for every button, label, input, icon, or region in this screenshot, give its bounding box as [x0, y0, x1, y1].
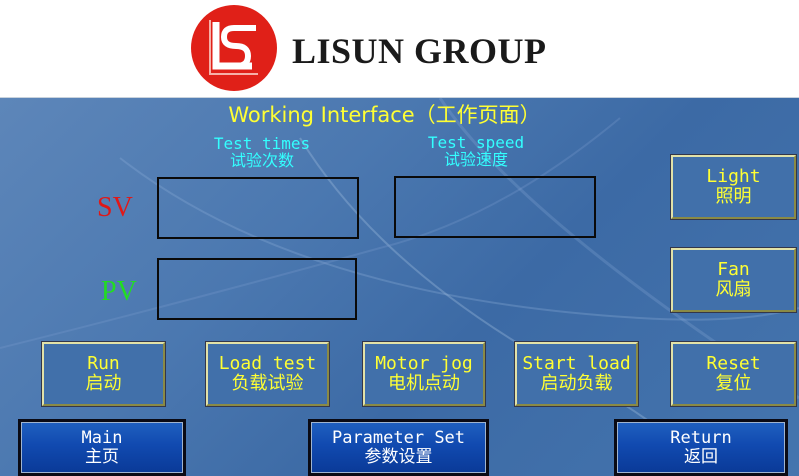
motor-jog-button-label-en: Motor jog: [375, 353, 473, 374]
start-load-button[interactable]: Start load 启动负载: [514, 341, 639, 407]
load-test-button-label-en: Load test: [218, 353, 317, 374]
test-times-header: Test times 试验次数: [196, 135, 328, 169]
sv-label: SV: [97, 192, 133, 223]
fan-button-label-zh: 风扇: [715, 279, 752, 300]
light-button[interactable]: Light 照明: [670, 154, 797, 220]
run-button-label-en: Run: [87, 353, 120, 374]
return-nav-button[interactable]: Return 返回: [614, 419, 788, 476]
main-nav-label-zh: 主页: [85, 446, 119, 467]
ls-logo-icon: [191, 5, 277, 91]
run-button-label-zh: 启动: [85, 373, 122, 394]
test-times-label-zh: 试验次数: [229, 151, 294, 170]
parameter-set-nav-label-en: Parameter Set: [331, 427, 466, 448]
pv-label: PV: [101, 276, 137, 307]
reset-button-label-zh: 复位: [715, 373, 752, 394]
main-nav-button[interactable]: Main 主页: [18, 419, 186, 476]
light-button-label-zh: 照明: [715, 186, 752, 207]
load-test-button[interactable]: Load test 负载试验: [205, 341, 330, 407]
parameter-set-nav-button[interactable]: Parameter Set 参数设置: [308, 419, 489, 476]
motor-jog-button[interactable]: Motor jog 电机点动: [362, 341, 486, 407]
test-speed-label-en: Test speed: [427, 133, 525, 152]
start-load-button-label-zh: 启动负载: [540, 373, 613, 394]
light-button-label-en: Light: [706, 166, 761, 187]
reset-button[interactable]: Reset 复位: [670, 341, 797, 407]
page-title: Working Interface（工作页面）: [228, 103, 541, 127]
fan-button[interactable]: Fan 风扇: [670, 247, 797, 313]
header-bar: LISUN GROUP: [0, 0, 799, 98]
fan-button-label-en: Fan: [717, 259, 750, 280]
sv-test-times-field[interactable]: [157, 177, 359, 239]
pv-test-times-display: [157, 258, 357, 320]
test-speed-header: Test speed 试验速度: [410, 134, 542, 168]
working-panel: [0, 98, 799, 476]
load-test-button-label-zh: 负载试验: [231, 373, 304, 394]
test-times-label-en: Test times: [213, 134, 311, 153]
sv-test-speed-field[interactable]: [394, 176, 596, 238]
return-nav-label-zh: 返回: [684, 446, 718, 467]
reset-button-label-en: Reset: [706, 353, 761, 374]
run-button[interactable]: Run 启动: [41, 341, 166, 407]
return-nav-label-en: Return: [670, 427, 732, 448]
test-speed-label-zh: 试验速度: [443, 150, 508, 169]
main-nav-label-en: Main: [81, 427, 123, 448]
motor-jog-button-label-zh: 电机点动: [388, 373, 460, 394]
start-load-button-label-en: Start load: [522, 353, 631, 374]
parameter-set-nav-label-zh: 参数设置: [364, 446, 433, 467]
brand-name: LISUN GROUP: [292, 31, 547, 71]
